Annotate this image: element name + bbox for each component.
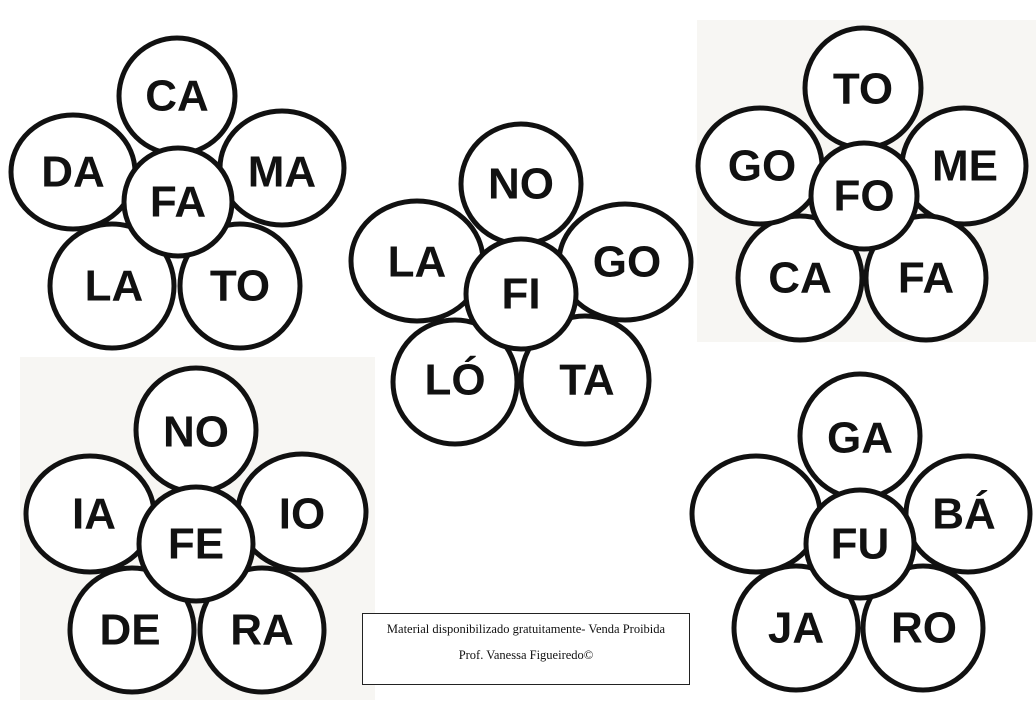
credit-box: Material disponibilizado gratuitamente- … <box>362 613 690 685</box>
flower-fu: GA BÁ RO JA FU <box>689 371 1033 693</box>
petal-bottom-left <box>67 565 197 695</box>
petal-label: DE <box>99 606 160 655</box>
flower-center <box>803 487 917 601</box>
petal-label: TO <box>210 262 270 311</box>
flower-center <box>136 484 256 604</box>
petal-label: NO <box>488 160 554 209</box>
petal-label: IA <box>72 490 116 539</box>
flower-center <box>808 140 920 252</box>
petal-label: BÁ <box>932 489 996 539</box>
petal-bottom-right <box>197 565 327 695</box>
center-label: FE <box>168 520 224 569</box>
credit-notice: Material disponibilizado gratuitamente- … <box>386 622 666 636</box>
petal-bottom-right <box>863 213 989 343</box>
petal-label: FA <box>898 254 954 303</box>
petal-label: LÓ <box>424 355 485 405</box>
petal-label: GO <box>593 238 661 287</box>
petal-label: GA <box>827 414 893 463</box>
petal-bottom-left <box>735 213 865 343</box>
flower-center <box>121 145 235 259</box>
petal-bottom-right <box>177 221 303 351</box>
petal-label: LA <box>85 262 144 311</box>
flower-center <box>463 236 579 352</box>
petal-bottom-left <box>390 317 520 447</box>
petal-label: RO <box>891 604 957 653</box>
petal-label: NO <box>163 408 229 457</box>
petal-label: CA <box>768 254 832 303</box>
petal-bottom-right <box>860 563 986 693</box>
flower-fe: NO IO RA DE IA FE <box>23 365 369 695</box>
petal-label: CA <box>145 72 209 121</box>
petal-label: TO <box>833 65 893 114</box>
petal-label: IO <box>279 490 325 539</box>
center-label: FU <box>831 520 890 569</box>
center-label: FO <box>833 172 894 221</box>
petal-bottom-left <box>47 221 177 351</box>
petal-label: ME <box>932 142 998 191</box>
center-label: FA <box>150 178 206 227</box>
petal-label: LA <box>388 238 447 287</box>
petal-label: RA <box>230 606 294 655</box>
flower-fo: TO ME FA CA GO FO <box>695 25 1029 343</box>
petal-label: TA <box>559 356 614 405</box>
center-label: FI <box>501 270 540 319</box>
petal-bottom-right <box>518 313 652 447</box>
petal-label: GO <box>728 142 796 191</box>
petal-label: JA <box>768 604 824 653</box>
petal-bottom-left <box>731 563 861 693</box>
credit-author: Prof. Vanessa Figueiredo© <box>458 648 594 662</box>
flower-fa: CA MA TO LA DA FA <box>8 35 347 351</box>
petal-label: MA <box>248 148 316 197</box>
petal-top-left <box>689 453 823 575</box>
petal-label: DA <box>41 148 105 197</box>
flower-fi: NO GO TA LÓ LA FI <box>348 121 694 447</box>
